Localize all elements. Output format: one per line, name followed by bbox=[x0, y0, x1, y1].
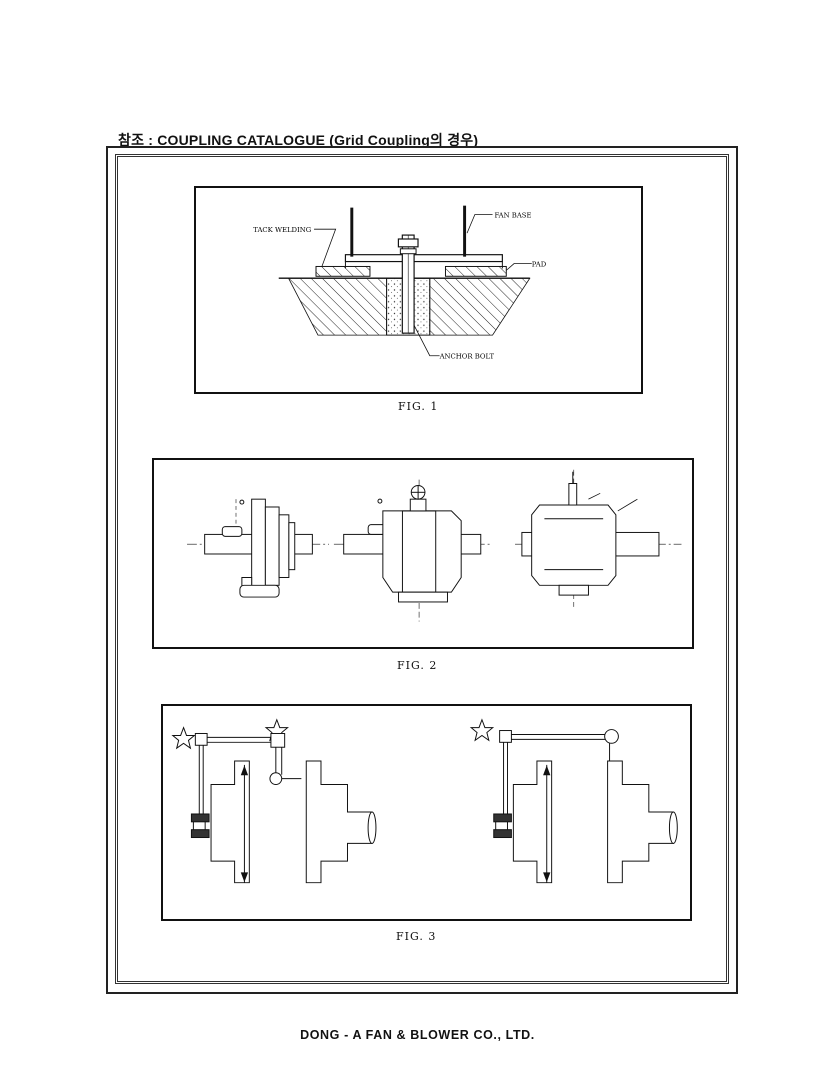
concrete-right bbox=[429, 277, 531, 336]
fan-base-plate bbox=[344, 254, 503, 263]
right-hub-profile bbox=[512, 760, 553, 884]
right-clamp-1 bbox=[499, 730, 512, 743]
company-footer: DONG - A FAN & BLOWER CO., LTD. bbox=[300, 1028, 535, 1042]
left-dial-indicator bbox=[269, 772, 283, 786]
middle-coupling-housing bbox=[382, 510, 462, 593]
inner-frame bbox=[115, 154, 729, 984]
pad-right bbox=[444, 265, 507, 277]
figure-2-drawing bbox=[187, 469, 682, 622]
outer-frame bbox=[106, 146, 738, 994]
figure-1-anchor-bolt-diagram: TACK WELDING FAN BASE PAD ANCHOR BOLT bbox=[194, 186, 643, 394]
fan-base-member-left bbox=[350, 207, 354, 257]
right-coupling-grid bbox=[531, 504, 617, 586]
label-anchor-bolt: ANCHOR BOLT bbox=[439, 353, 495, 361]
figure-1-caption: FIG. 1 bbox=[398, 400, 439, 413]
figure-3-drawing bbox=[171, 718, 678, 884]
right-star-icon-1 bbox=[469, 718, 495, 742]
figure-2-coupling-diagram bbox=[152, 458, 694, 649]
page-heading: 참조 : COUPLING CATALOGUE (Grid Coupling의 … bbox=[118, 132, 479, 148]
right-dial-indicator bbox=[604, 729, 619, 744]
label-pad: PAD bbox=[532, 260, 547, 268]
figure-3-caption: FIG. 3 bbox=[396, 930, 437, 943]
label-fan-base: FAN BASE bbox=[495, 211, 532, 219]
left-base bbox=[239, 584, 280, 598]
anchor-nut bbox=[397, 238, 419, 248]
left-clamp-1 bbox=[194, 732, 208, 746]
figure-1-drawing: TACK WELDING FAN BASE PAD ANCHOR BOLT bbox=[253, 205, 547, 361]
left-dial-base bbox=[221, 526, 243, 537]
pad-left bbox=[315, 265, 371, 277]
figure-3-dial-indicator-diagram bbox=[161, 704, 692, 921]
figure-2-caption: FIG. 2 bbox=[397, 659, 438, 672]
right-opposite-hub bbox=[607, 760, 674, 884]
label-tack-welding: TACK WELDING bbox=[253, 226, 311, 234]
left-hub-profile bbox=[210, 760, 250, 884]
concrete-left bbox=[287, 277, 388, 336]
left-hub bbox=[251, 498, 266, 594]
fan-base-member-right bbox=[463, 205, 467, 257]
left-clamp-2 bbox=[270, 732, 286, 748]
left-star-icon-1 bbox=[171, 726, 196, 750]
left-opposite-hub bbox=[305, 760, 373, 884]
